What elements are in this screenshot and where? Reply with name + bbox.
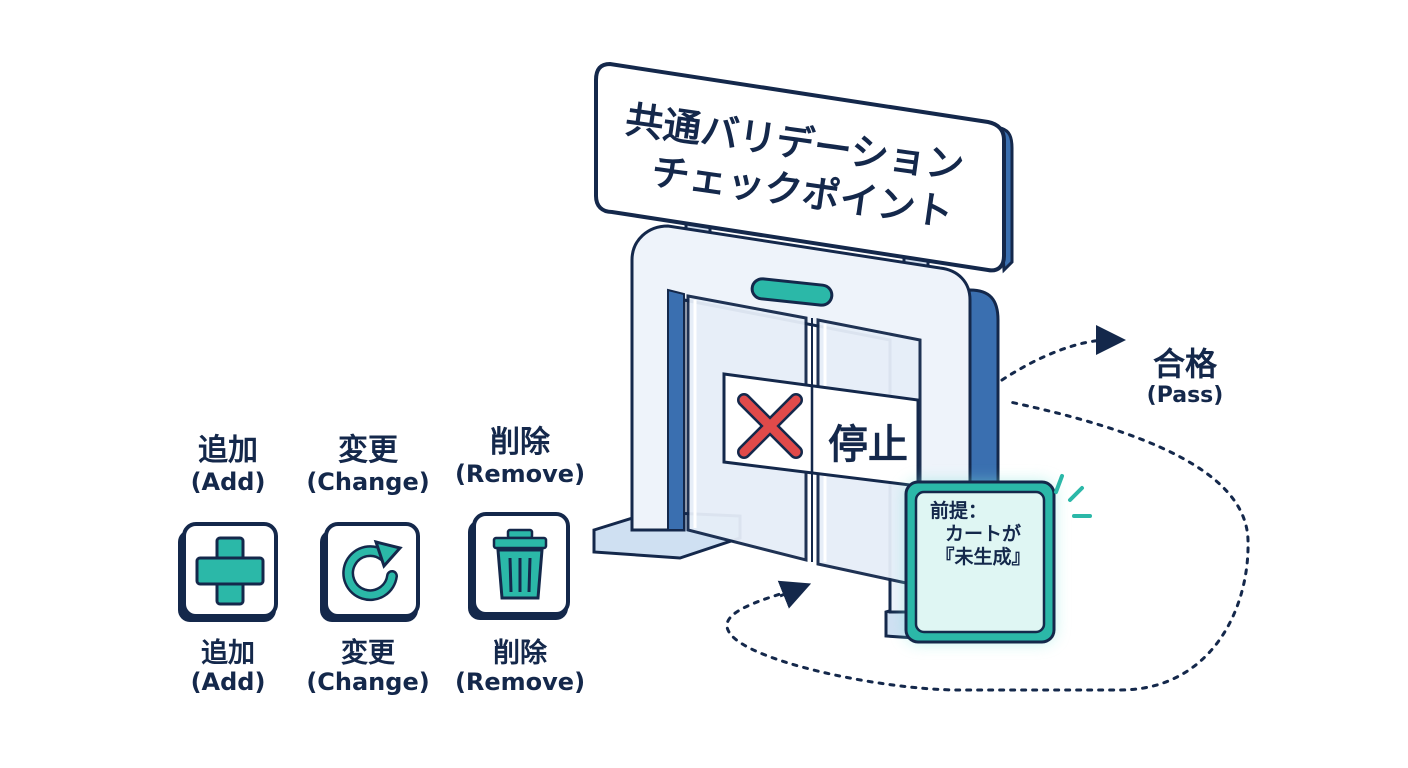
precondition-line-1: 前提： (930, 500, 988, 522)
pass-path (1000, 338, 1110, 382)
remove-label-bottom: 削除 (Remove) (454, 638, 586, 697)
signboard: 共通バリデーション チェックポイント (594, 61, 1014, 274)
stop-label: 停止 (828, 422, 908, 468)
gate-indicator-light (750, 277, 834, 307)
change-label-top: 変更 (Change) (306, 433, 430, 496)
trash-icon (492, 528, 548, 600)
add-label-bottom: 追加 (Add) (190, 638, 266, 697)
plus-icon (195, 536, 265, 606)
change-label-bottom: 変更 (Change) (306, 638, 430, 697)
sparkle-icon (1054, 474, 1092, 518)
precondition-line-2: カートが (944, 522, 1021, 545)
remove-tile (468, 512, 570, 620)
precondition-text: 前提： カートが 『未生成』 (922, 500, 1044, 568)
stop-x-icon (737, 393, 803, 459)
refresh-icon (342, 539, 403, 602)
gate-jamb-left (667, 288, 685, 531)
entry-path (725, 400, 1250, 692)
remove-label-top: 削除 (Remove) (454, 425, 586, 488)
add-tile (178, 522, 278, 622)
add-label-top: 追加 (Add) (190, 433, 266, 496)
pass-label: 合格 (Pass) (1146, 345, 1224, 408)
precondition-card (904, 480, 1056, 644)
precondition-line-3: 『未生成』 (935, 545, 1031, 568)
entry-arrow (777, 580, 812, 609)
change-tile (320, 522, 420, 622)
